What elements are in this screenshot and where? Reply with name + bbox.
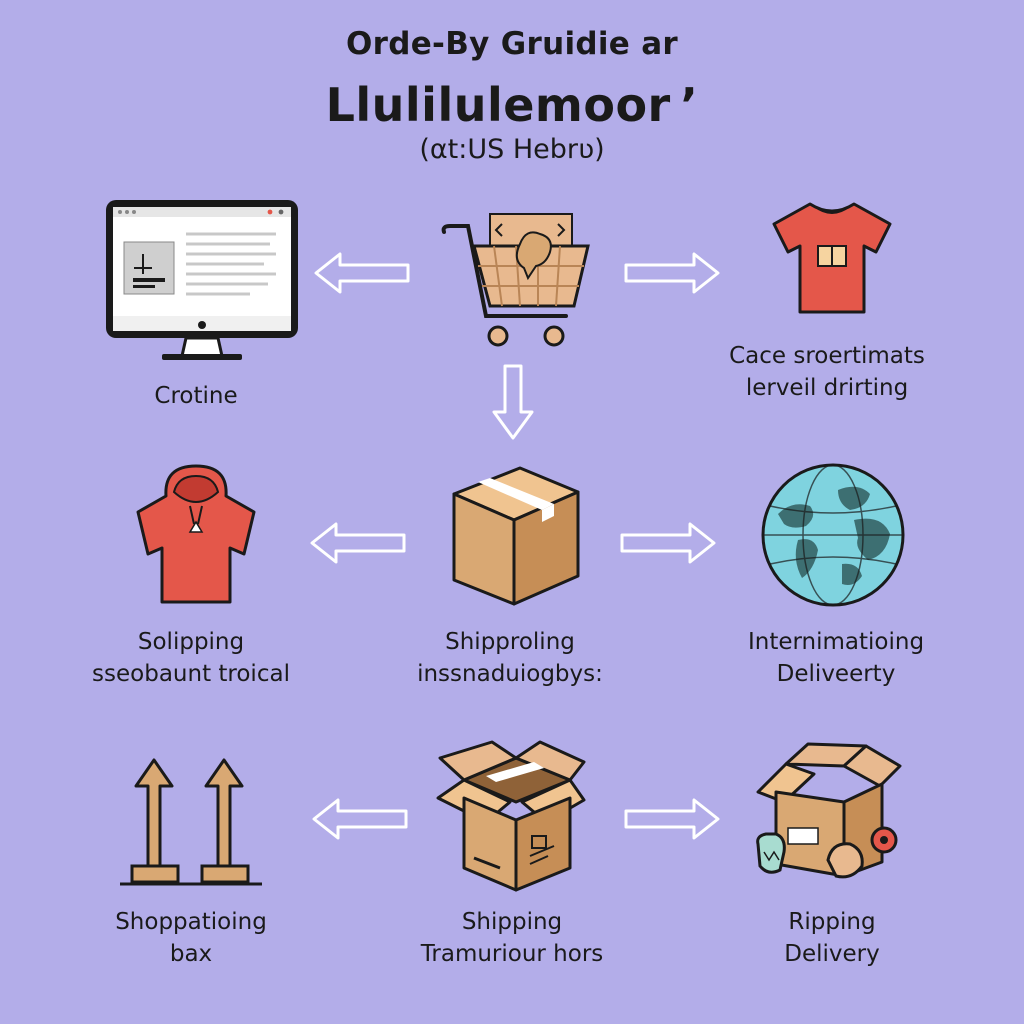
hoodie-icon (136, 464, 256, 604)
arrow-right-row3 (624, 798, 720, 840)
node-label-delivery: Ripping Delivery (784, 909, 880, 967)
upward-arrows-icon (120, 758, 262, 886)
node-label-box: Shipproling inssnaduiogbys: (417, 629, 603, 687)
diagram-title-line-2: Llulilulemoor ʼ (325, 78, 699, 132)
cardboard-box-icon (452, 466, 580, 606)
computer-monitor-icon (106, 200, 298, 360)
arrow-left-row3 (312, 798, 408, 840)
node-label-open-box: Shipping Tramuriour hors (420, 909, 604, 967)
diagram-subtitle: (αt:US Hebrʋ) (419, 134, 605, 165)
arrow-left-row1 (314, 252, 410, 294)
node-label-globe: Internimatioing Deliveerty (747, 629, 925, 687)
arrow-right-row2 (620, 522, 716, 564)
arrow-right-row1 (624, 252, 720, 294)
node-label-t-shirt: Cace sroertimats lerveil drirting (729, 343, 925, 401)
open-box-icon (436, 740, 586, 892)
diagram-title-line-1: Orde-By Gruidie ar (345, 26, 679, 62)
globe-icon (761, 463, 905, 607)
arrow-left-row2 (310, 522, 406, 564)
arrow-down-center (492, 364, 534, 440)
shopping-cart-icon (441, 213, 590, 347)
node-label-arrows: Shoppatioing bax (115, 909, 267, 967)
node-label-monitor: Crotine (154, 383, 238, 409)
node-label-hoodie: Solipping sseobaunt troical (92, 629, 290, 687)
t-shirt-icon (772, 202, 892, 314)
delivery-box-icon (756, 742, 902, 879)
